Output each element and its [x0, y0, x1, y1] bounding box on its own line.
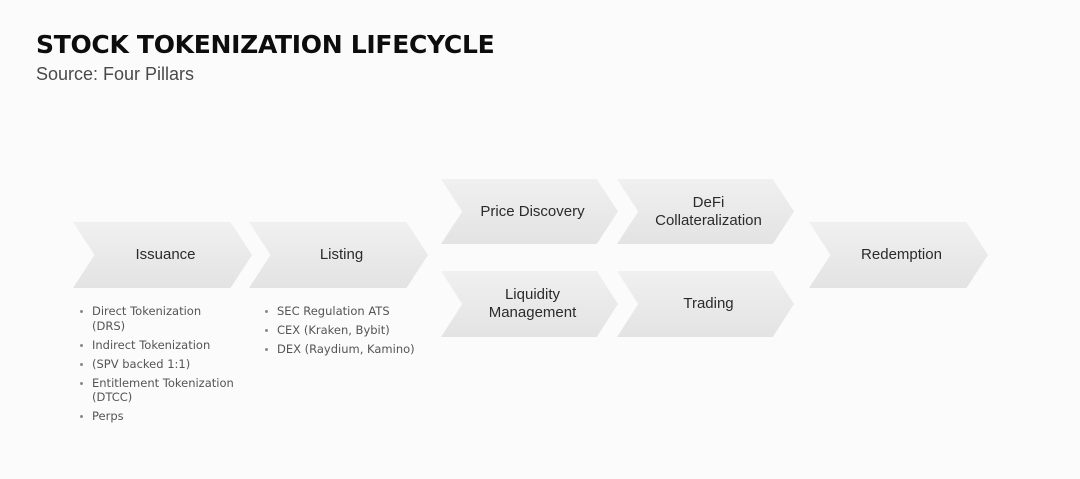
- page-title: STOCK TOKENIZATION LIFECYCLE: [36, 30, 495, 59]
- stage-price-discovery: Price Discovery: [441, 179, 618, 244]
- issuance-detail-item: Entitlement Tokenization (DTCC): [80, 376, 250, 405]
- stage-trading-label: Trading: [683, 295, 734, 312]
- source-subtitle: Source: Four Pillars: [36, 64, 195, 84]
- stage-issuance-label: Issuance: [135, 246, 196, 263]
- issuance-detail-item: Indirect Tokenization: [80, 338, 250, 353]
- stage-liquidity-management-label: Liquidity Management: [488, 286, 577, 321]
- stage-issuance: Issuance: [73, 222, 252, 288]
- listing-detail-item: SEC Regulation ATS: [265, 304, 435, 319]
- stage-trading: Trading: [617, 271, 794, 337]
- issuance-detail-item: (SPV backed 1:1): [80, 357, 250, 372]
- listing-detail-item: DEX (Raydium, Kamino): [265, 342, 435, 357]
- listing-details-list: SEC Regulation ATS CEX (Kraken, Bybit) D…: [265, 304, 435, 361]
- stage-defi-collateralization: DeFi Collateralization: [617, 179, 794, 244]
- stage-redemption: Redemption: [809, 222, 988, 288]
- listing-detail-item: CEX (Kraken, Bybit): [265, 323, 435, 338]
- stage-redemption-label: Redemption: [861, 246, 942, 263]
- stage-price-discovery-label: Price Discovery: [480, 202, 585, 220]
- issuance-details-list: Direct Tokenization (DRS) Indirect Token…: [80, 304, 250, 428]
- stage-defi-collateralization-label: DeFi Collateralization: [655, 193, 762, 229]
- issuance-detail-item: Perps: [80, 409, 250, 424]
- stage-listing-label: Listing: [319, 246, 364, 263]
- issuance-detail-item: Direct Tokenization (DRS): [80, 304, 250, 333]
- stage-listing: Listing: [249, 222, 428, 288]
- stage-liquidity-management: Liquidity Management: [441, 271, 618, 337]
